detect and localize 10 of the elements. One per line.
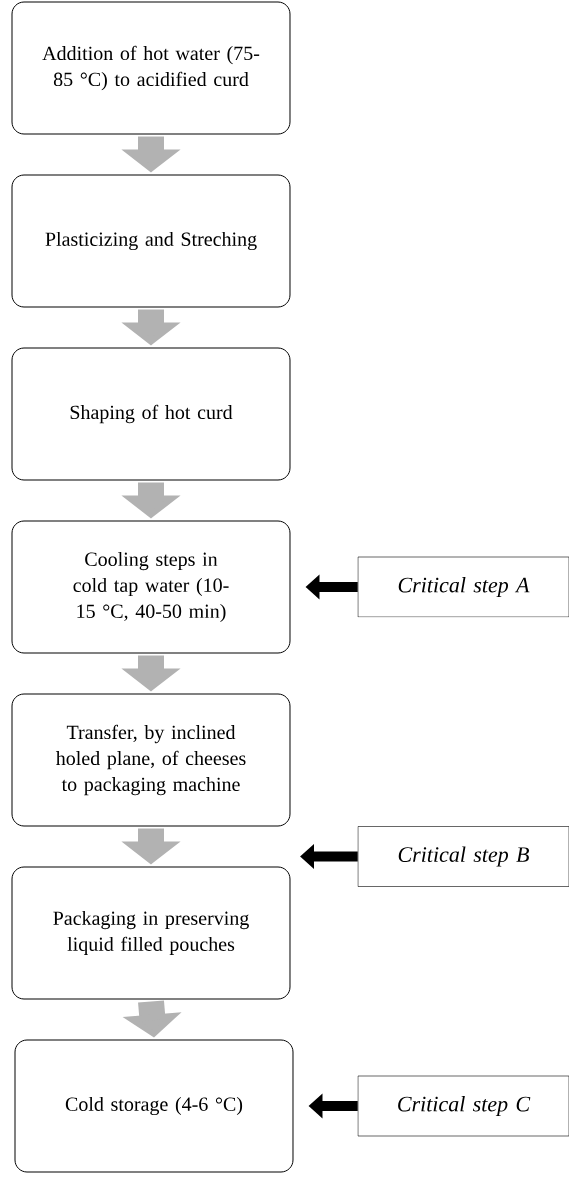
critical-step-box: Critical step B bbox=[357, 826, 569, 887]
process-box: Transfer, by inclined holed plane, of cheeses to packaging machine bbox=[11, 693, 291, 827]
process-box: Plasticizing and Streching bbox=[11, 174, 291, 308]
process-box: Cold storage (4-6 °C) bbox=[14, 1039, 294, 1173]
process-box: Shaping of hot curd bbox=[11, 347, 291, 481]
process-box: Addition of hot water (75-85 °C) to acidified curd bbox=[11, 1, 291, 135]
process-box: Cooling steps in cold tap water (10-15 °C, 40-50 min) bbox=[11, 520, 291, 654]
critical-step-box: Critical step C bbox=[357, 1075, 569, 1137]
process-box: Packaging in preserving liquid filled pouches bbox=[11, 866, 291, 1000]
critical-step-box: Critical step A bbox=[357, 556, 569, 618]
